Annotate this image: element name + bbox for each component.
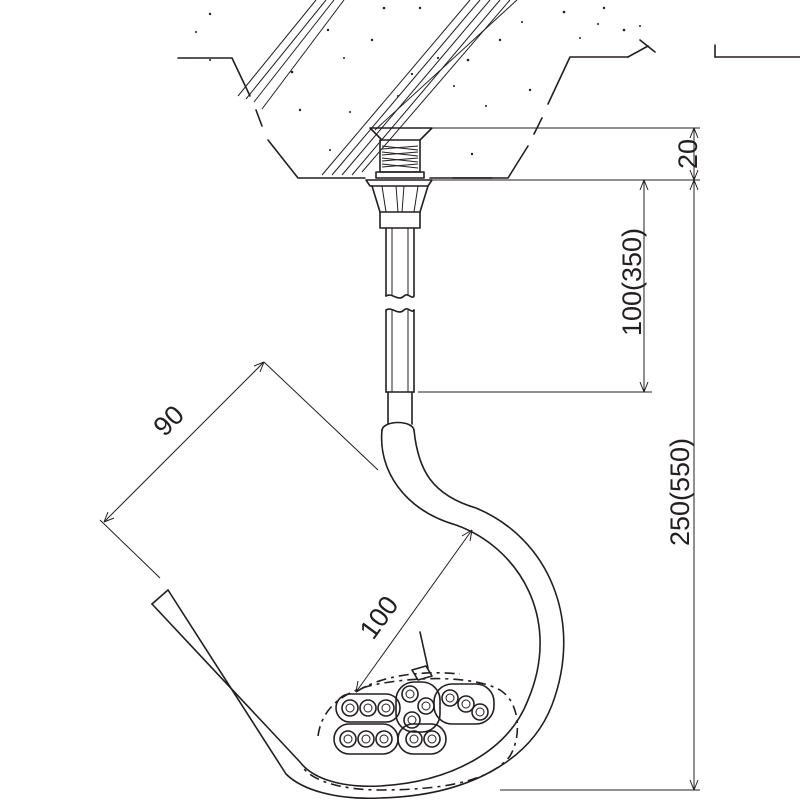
dim-hook-opening: 90 [99, 361, 379, 579]
concrete-slab [177, 0, 800, 179]
concrete-anchor [369, 127, 433, 179]
dim-anchor-depth: 20 [673, 127, 703, 181]
flat-cable [433, 683, 495, 725]
cable-tie [411, 665, 433, 681]
j-hook [151, 421, 565, 800]
dim-rod-length: 100(350) [617, 179, 649, 393]
dim-rod-length-label: 100(350) [617, 228, 647, 336]
flat-cable [397, 723, 447, 755]
dim-hook-radius: 100 [354, 529, 473, 693]
hanger-collar [365, 179, 433, 229]
dim-total-height: 250(550) [665, 179, 699, 791]
dim-hook-radius-label: 100 [354, 590, 405, 644]
concrete-aggregate [195, 6, 641, 156]
cable-bundle [301, 631, 519, 791]
dim-total-height-label: 250(550) [665, 438, 695, 546]
flat-cable [335, 693, 401, 723]
flat-cable [333, 723, 399, 755]
hanger-rod [385, 227, 415, 425]
dim-hook-opening-label: 90 [148, 400, 190, 442]
dim-anchor-depth-label: 20 [673, 139, 703, 169]
